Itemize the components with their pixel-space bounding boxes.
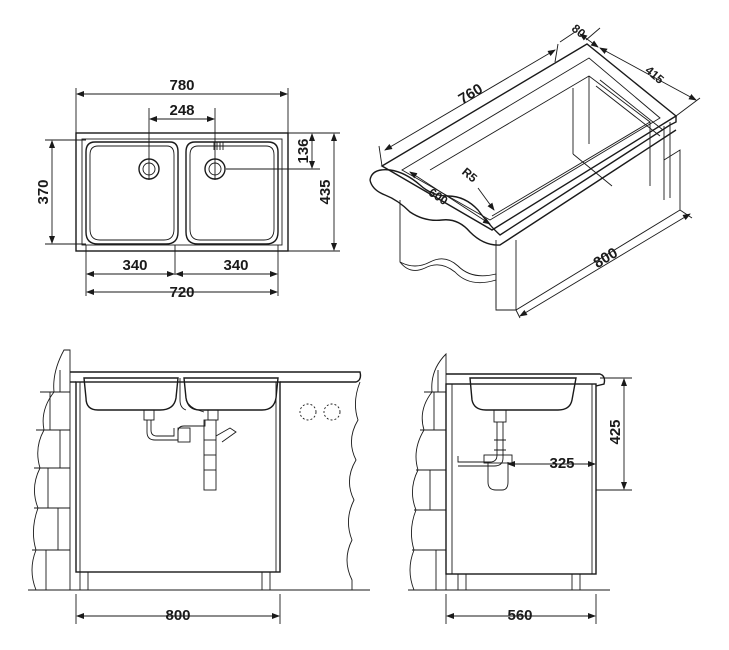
- outlet-1: [299, 403, 317, 421]
- right-bowl: [185, 141, 279, 245]
- dim-340-left: 340: [122, 257, 147, 274]
- front-pipe: [146, 420, 206, 441]
- dim-r5: R5: [459, 165, 480, 186]
- front-right-bowl: [183, 377, 279, 411]
- dim-800-front: 800: [165, 607, 190, 624]
- top-view: 780 248 370 136 435 340 340 720: [35, 77, 340, 301]
- dim-600: 600: [426, 185, 451, 208]
- cabinet-body: [399, 149, 681, 311]
- side-bowl: [469, 377, 577, 411]
- dim-425: 425: [607, 419, 624, 444]
- dim-370: 370: [35, 179, 52, 204]
- side-cabinet: [445, 383, 597, 575]
- left-bowl: [85, 141, 179, 245]
- side-view: 425 325 560: [408, 352, 632, 624]
- sink-rim: [380, 43, 678, 231]
- dim-720: 720: [169, 284, 194, 301]
- outlet-2: [323, 403, 341, 421]
- dim-435: 435: [317, 179, 334, 204]
- dim-560: 560: [507, 607, 532, 624]
- isometric-view: 760 80 415 R5 600 800: [369, 21, 701, 319]
- sink-outer-rim: [75, 132, 289, 252]
- front-left-bowl: [83, 377, 179, 411]
- dim-760: 760: [456, 80, 486, 107]
- dim-780: 780: [169, 77, 194, 94]
- side-pipe: [457, 422, 498, 463]
- dim-325: 325: [549, 455, 574, 472]
- dim-340-right: 340: [223, 257, 248, 274]
- dim-136: 136: [295, 138, 312, 163]
- dim-248: 248: [169, 102, 194, 119]
- dim-415: 415: [642, 63, 667, 87]
- front-view: 800: [28, 349, 370, 624]
